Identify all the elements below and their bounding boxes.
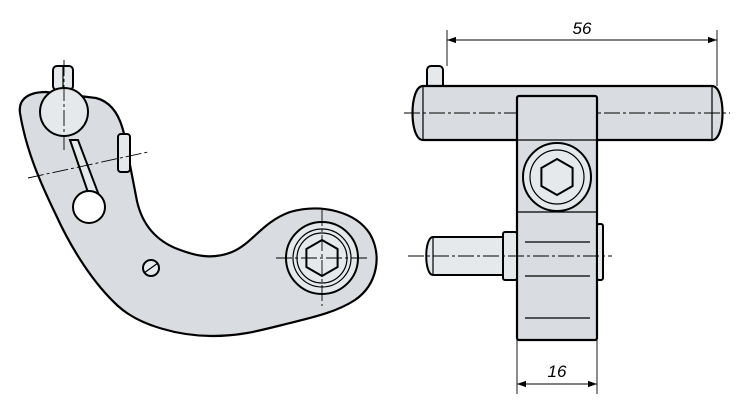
body-side-tab [596,223,604,281]
front-socket-ring [529,149,585,205]
lever-side-view [18,60,378,338]
head-centerline-diag [27,151,149,179]
small-screw-slot [143,262,159,274]
dim-16-label: 16 [548,362,567,381]
lever-arm [18,90,378,338]
front-hex-socket-icon [540,157,574,197]
clamp-body [515,94,599,342]
side-tab [117,133,131,173]
slot-hole [72,190,106,224]
front-view: 56 16 [404,19,730,394]
dim-56-label: 56 [573,19,592,38]
